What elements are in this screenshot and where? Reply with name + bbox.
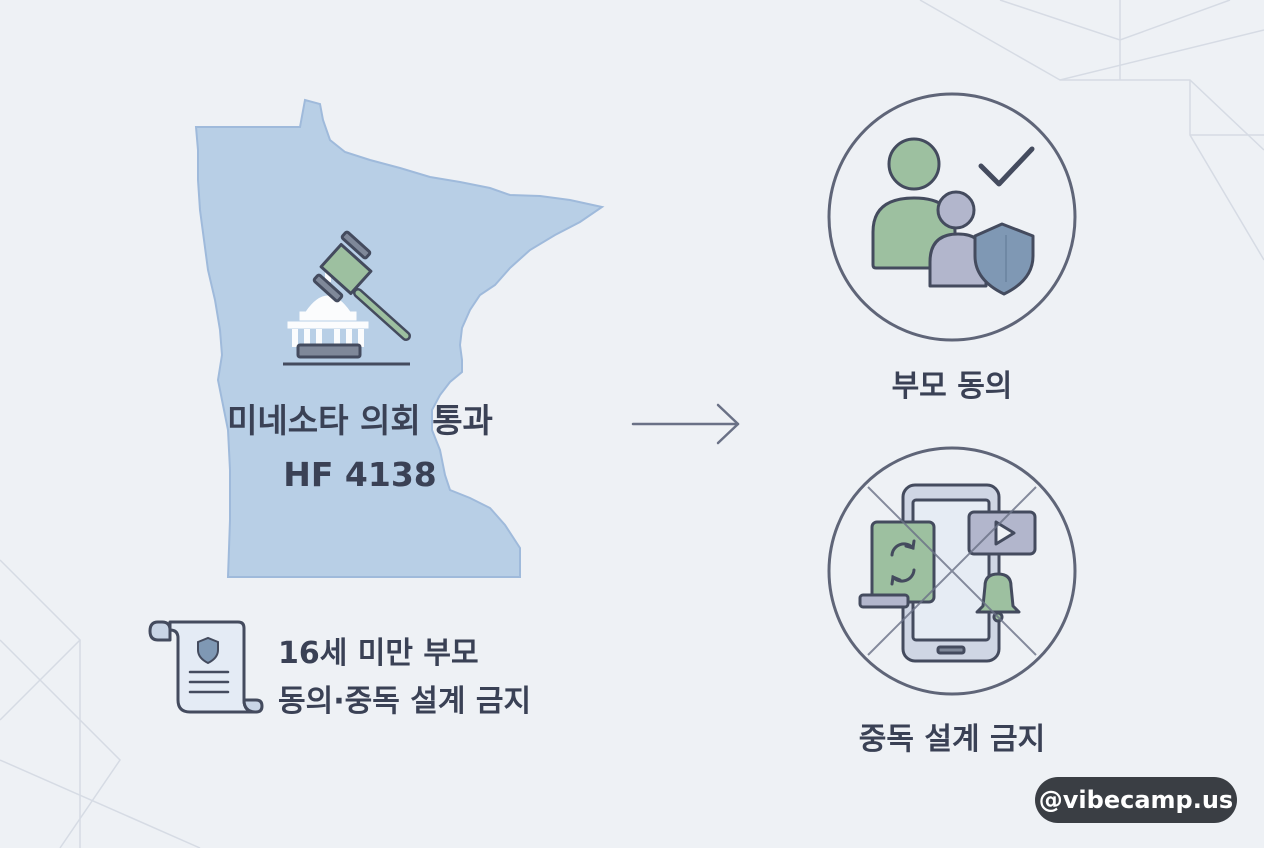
map-title: 미네소타 의회 통과: [227, 401, 493, 440]
parental-consent-caption: 부모 동의: [891, 369, 1013, 404]
minnesota-map: [194, 98, 605, 578]
video-icon: [994, 520, 1016, 546]
scroll-text-line2: 동의·중독 설계 금지: [278, 684, 532, 719]
arrow-right-icon: [631, 403, 740, 445]
handle-badge: @vibecamp.us: [1035, 777, 1237, 823]
scroll-icon: [148, 620, 264, 714]
refresh-icon: [890, 539, 916, 586]
scroll-text-line1: 16세 미만 부모: [278, 636, 479, 671]
bill-number: HF 4138: [283, 455, 437, 494]
gavel-icon: [283, 230, 411, 366]
cross-out-icon: [867, 486, 1037, 656]
addictive-design-ban-caption: 중독 설계 금지: [858, 722, 1046, 757]
checkmark-icon: [978, 146, 1035, 187]
